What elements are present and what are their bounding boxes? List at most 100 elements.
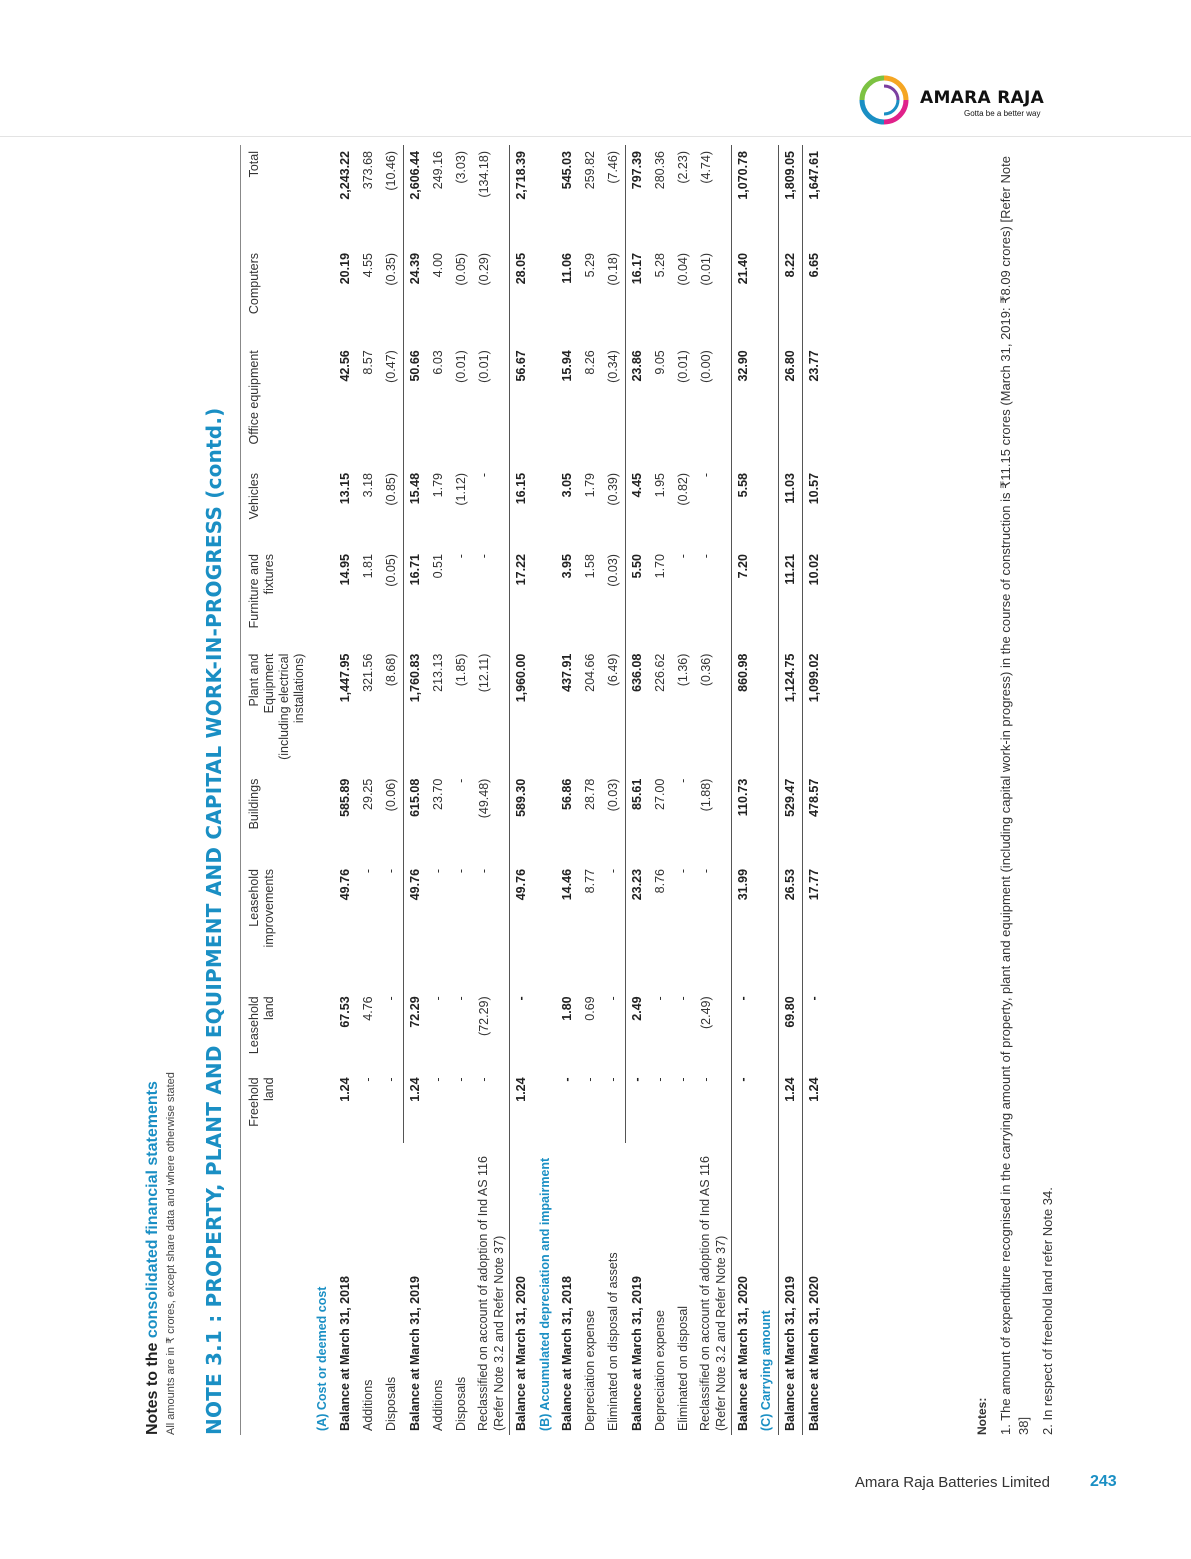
column-header: Furniture and fixtures (240, 548, 311, 648)
table-cell: 14.95 (338, 554, 352, 586)
table-cell (311, 467, 334, 548)
row-label: (B) Accumulated depreciation and impairm… (537, 1157, 552, 1431)
row-label: Reclassified on account of adoption of I… (698, 1156, 728, 1431)
table-cell: 49.76 (338, 868, 352, 901)
table-cell: (72.29) (477, 996, 491, 1036)
table-cell: 1.70 (653, 554, 667, 579)
table-cell: - (653, 1077, 667, 1082)
row-label: Additions (361, 1379, 375, 1431)
table-cell: (8.68) (384, 653, 398, 687)
table-cell: - (454, 778, 468, 783)
table-cell: 1.24 (338, 1077, 352, 1102)
table-cell (755, 1071, 779, 1143)
table-row: Disposals---(0.06)(8.68)(0.05)(0.85)(0.4… (380, 145, 404, 1435)
table-cell: 1.24 (403, 1071, 427, 1144)
table-cell: 72.29 (403, 990, 427, 1072)
table-cell: 4.76 (361, 996, 375, 1021)
row-label: (C) Carrying amount (759, 1310, 773, 1431)
table-cell (755, 648, 779, 773)
table-cell: - (676, 554, 690, 559)
table-cell: (1.88) (699, 778, 713, 812)
table-cell (755, 773, 779, 863)
table-cell (755, 990, 779, 1071)
table-cell: 8.77 (583, 868, 597, 894)
table-cell (311, 990, 334, 1071)
brand-logo: AMARA RAJA Gotta be a better way (858, 70, 1058, 130)
table-cell: 0.51 (431, 554, 445, 579)
table-cell: (0.01) (454, 350, 468, 383)
table-cell: (0.01) (477, 350, 491, 383)
note-title: NOTE 3.1 : PROPERTY, PLANT AND EQUIPMENT… (202, 407, 226, 1435)
header-blank (240, 1143, 311, 1435)
table-cell: (0.05) (454, 252, 468, 286)
table-cell: 280.36 (653, 151, 667, 190)
ppe-table: Freehold land Leasehold land Leasehold i… (240, 145, 826, 1435)
section-title: Notes to the consolidated financial stat… (144, 1081, 162, 1435)
rotated-content: Notes to the consolidated financial stat… (140, 145, 1055, 1435)
table-cell: 585.89 (338, 778, 352, 817)
table-cell: - (454, 554, 468, 559)
table-cell: 5.50 (625, 548, 649, 648)
notes-heading: Notes: (975, 1397, 989, 1435)
table-cell: 11.21 (778, 548, 803, 648)
table-cell: - (676, 1077, 690, 1082)
table-cell: 26.53 (778, 862, 803, 991)
row-label: Disposals (384, 1376, 399, 1431)
table-cell: 1.81 (361, 554, 375, 579)
table-cell: 3.05 (560, 472, 574, 498)
table-cell (311, 648, 334, 773)
table-cell: 2,243.22 (338, 151, 352, 200)
table-cell: (7.46) (606, 151, 620, 184)
table-cell: 213.13 (431, 653, 445, 692)
table-cell: (1.36) (676, 653, 690, 687)
table-cell: - (699, 554, 713, 559)
table-cell: - (431, 1077, 445, 1082)
table-cell: (0.00) (699, 350, 713, 383)
page-number: 243 (1090, 1473, 1117, 1490)
table-cell: (0.05) (384, 554, 398, 587)
row-label: Disposals (454, 1376, 468, 1431)
table-row: Reclassified on account of adoption of I… (695, 145, 732, 1435)
table-cell (533, 648, 556, 773)
table-cell: - (676, 996, 690, 1001)
column-header: Leasehold land (240, 990, 311, 1072)
table-cell: (2.49) (699, 996, 713, 1030)
table-cell: 1.79 (431, 472, 445, 498)
row-label: Depreciation expense (653, 1310, 667, 1431)
table-cell: 10.02 (802, 548, 826, 648)
table-cell: 85.61 (625, 772, 649, 863)
note-item: 2. In respect of freehold land refer Not… (1040, 1187, 1055, 1435)
table-cell: 226.62 (653, 653, 667, 692)
table-cell: 8.22 (778, 246, 803, 345)
column-header: Computers (240, 246, 311, 345)
table-cell: 13.15 (338, 472, 352, 505)
table-cell: 14.46 (560, 868, 574, 901)
table-cell: 437.91 (560, 653, 574, 692)
table-cell: - (361, 1077, 375, 1082)
table-cell: 26.80 (778, 344, 803, 467)
table-section-row: (C) Carrying amount (755, 145, 779, 1435)
table-cell: 2.49 (625, 990, 649, 1072)
table-cell (533, 1071, 556, 1143)
table-cell: - (431, 868, 445, 874)
column-header: Buildings (240, 772, 311, 863)
table-cell (311, 247, 334, 344)
table-cell: (0.85) (384, 472, 398, 506)
table-cell: - (384, 868, 398, 874)
table-cell: 5.58 (731, 466, 755, 549)
table-cell: - (699, 868, 713, 874)
table-cell: - (606, 996, 620, 1001)
table-cell: 1.24 (509, 1071, 533, 1144)
table-cell: 1.80 (560, 996, 574, 1021)
table-cell: 8.26 (583, 350, 597, 375)
table-cell: - (653, 996, 667, 1001)
table-cell: 8.76 (653, 868, 667, 894)
table-cell: - (509, 990, 533, 1072)
table-cell: 11.06 (560, 252, 574, 284)
row-label: Balance at March 31, 2020 (509, 1143, 533, 1435)
